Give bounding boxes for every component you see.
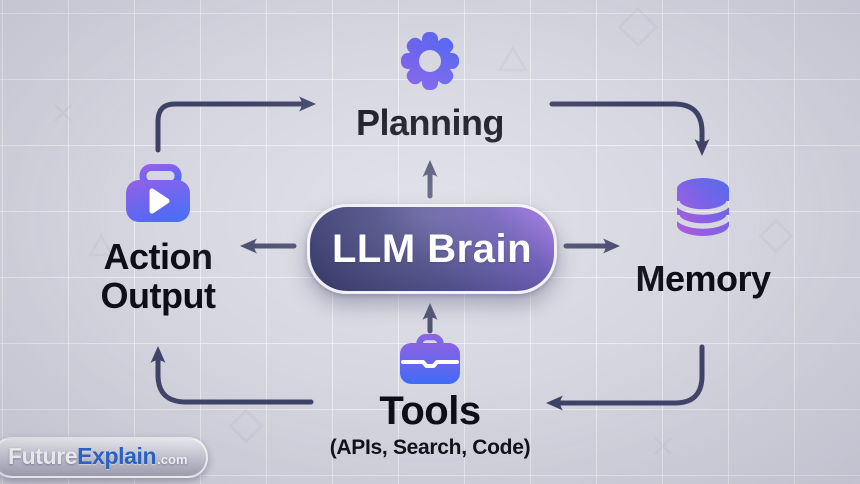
brand-logo-explain: Explain — [77, 443, 157, 469]
arrow-action-output-to-planning — [155, 96, 316, 153]
arrow-planning-to-memory — [549, 101, 710, 156]
llm-brain-label: LLM Brain — [331, 226, 533, 271]
database-icon — [673, 176, 733, 238]
node-label-memory: Memory — [635, 258, 771, 299]
node-label-planning: Planning — [356, 102, 505, 143]
node-sublabel-tools: (APIs, Search, Code) — [329, 436, 531, 460]
brand-logo-future: Future — [8, 443, 78, 469]
node-action-output: Action Output — [38, 164, 278, 316]
brand-logo-tld: .com — [157, 452, 188, 467]
arrow-tools-to-action-output — [150, 346, 314, 405]
play-box-icon — [126, 164, 190, 222]
gear-icon — [397, 28, 463, 94]
toolbox-icon — [400, 334, 460, 384]
node-planning: Planning — [310, 28, 550, 143]
node-label-action-output: Action Output — [100, 236, 216, 316]
node-memory: Memory — [583, 176, 823, 299]
node-tools: Tools (APIs, Search, Code) — [300, 334, 560, 460]
arrow-memory-to-tools — [546, 344, 705, 411]
node-label-tools: Tools — [379, 389, 481, 433]
llm-brain-box: LLM Brain — [307, 204, 557, 294]
